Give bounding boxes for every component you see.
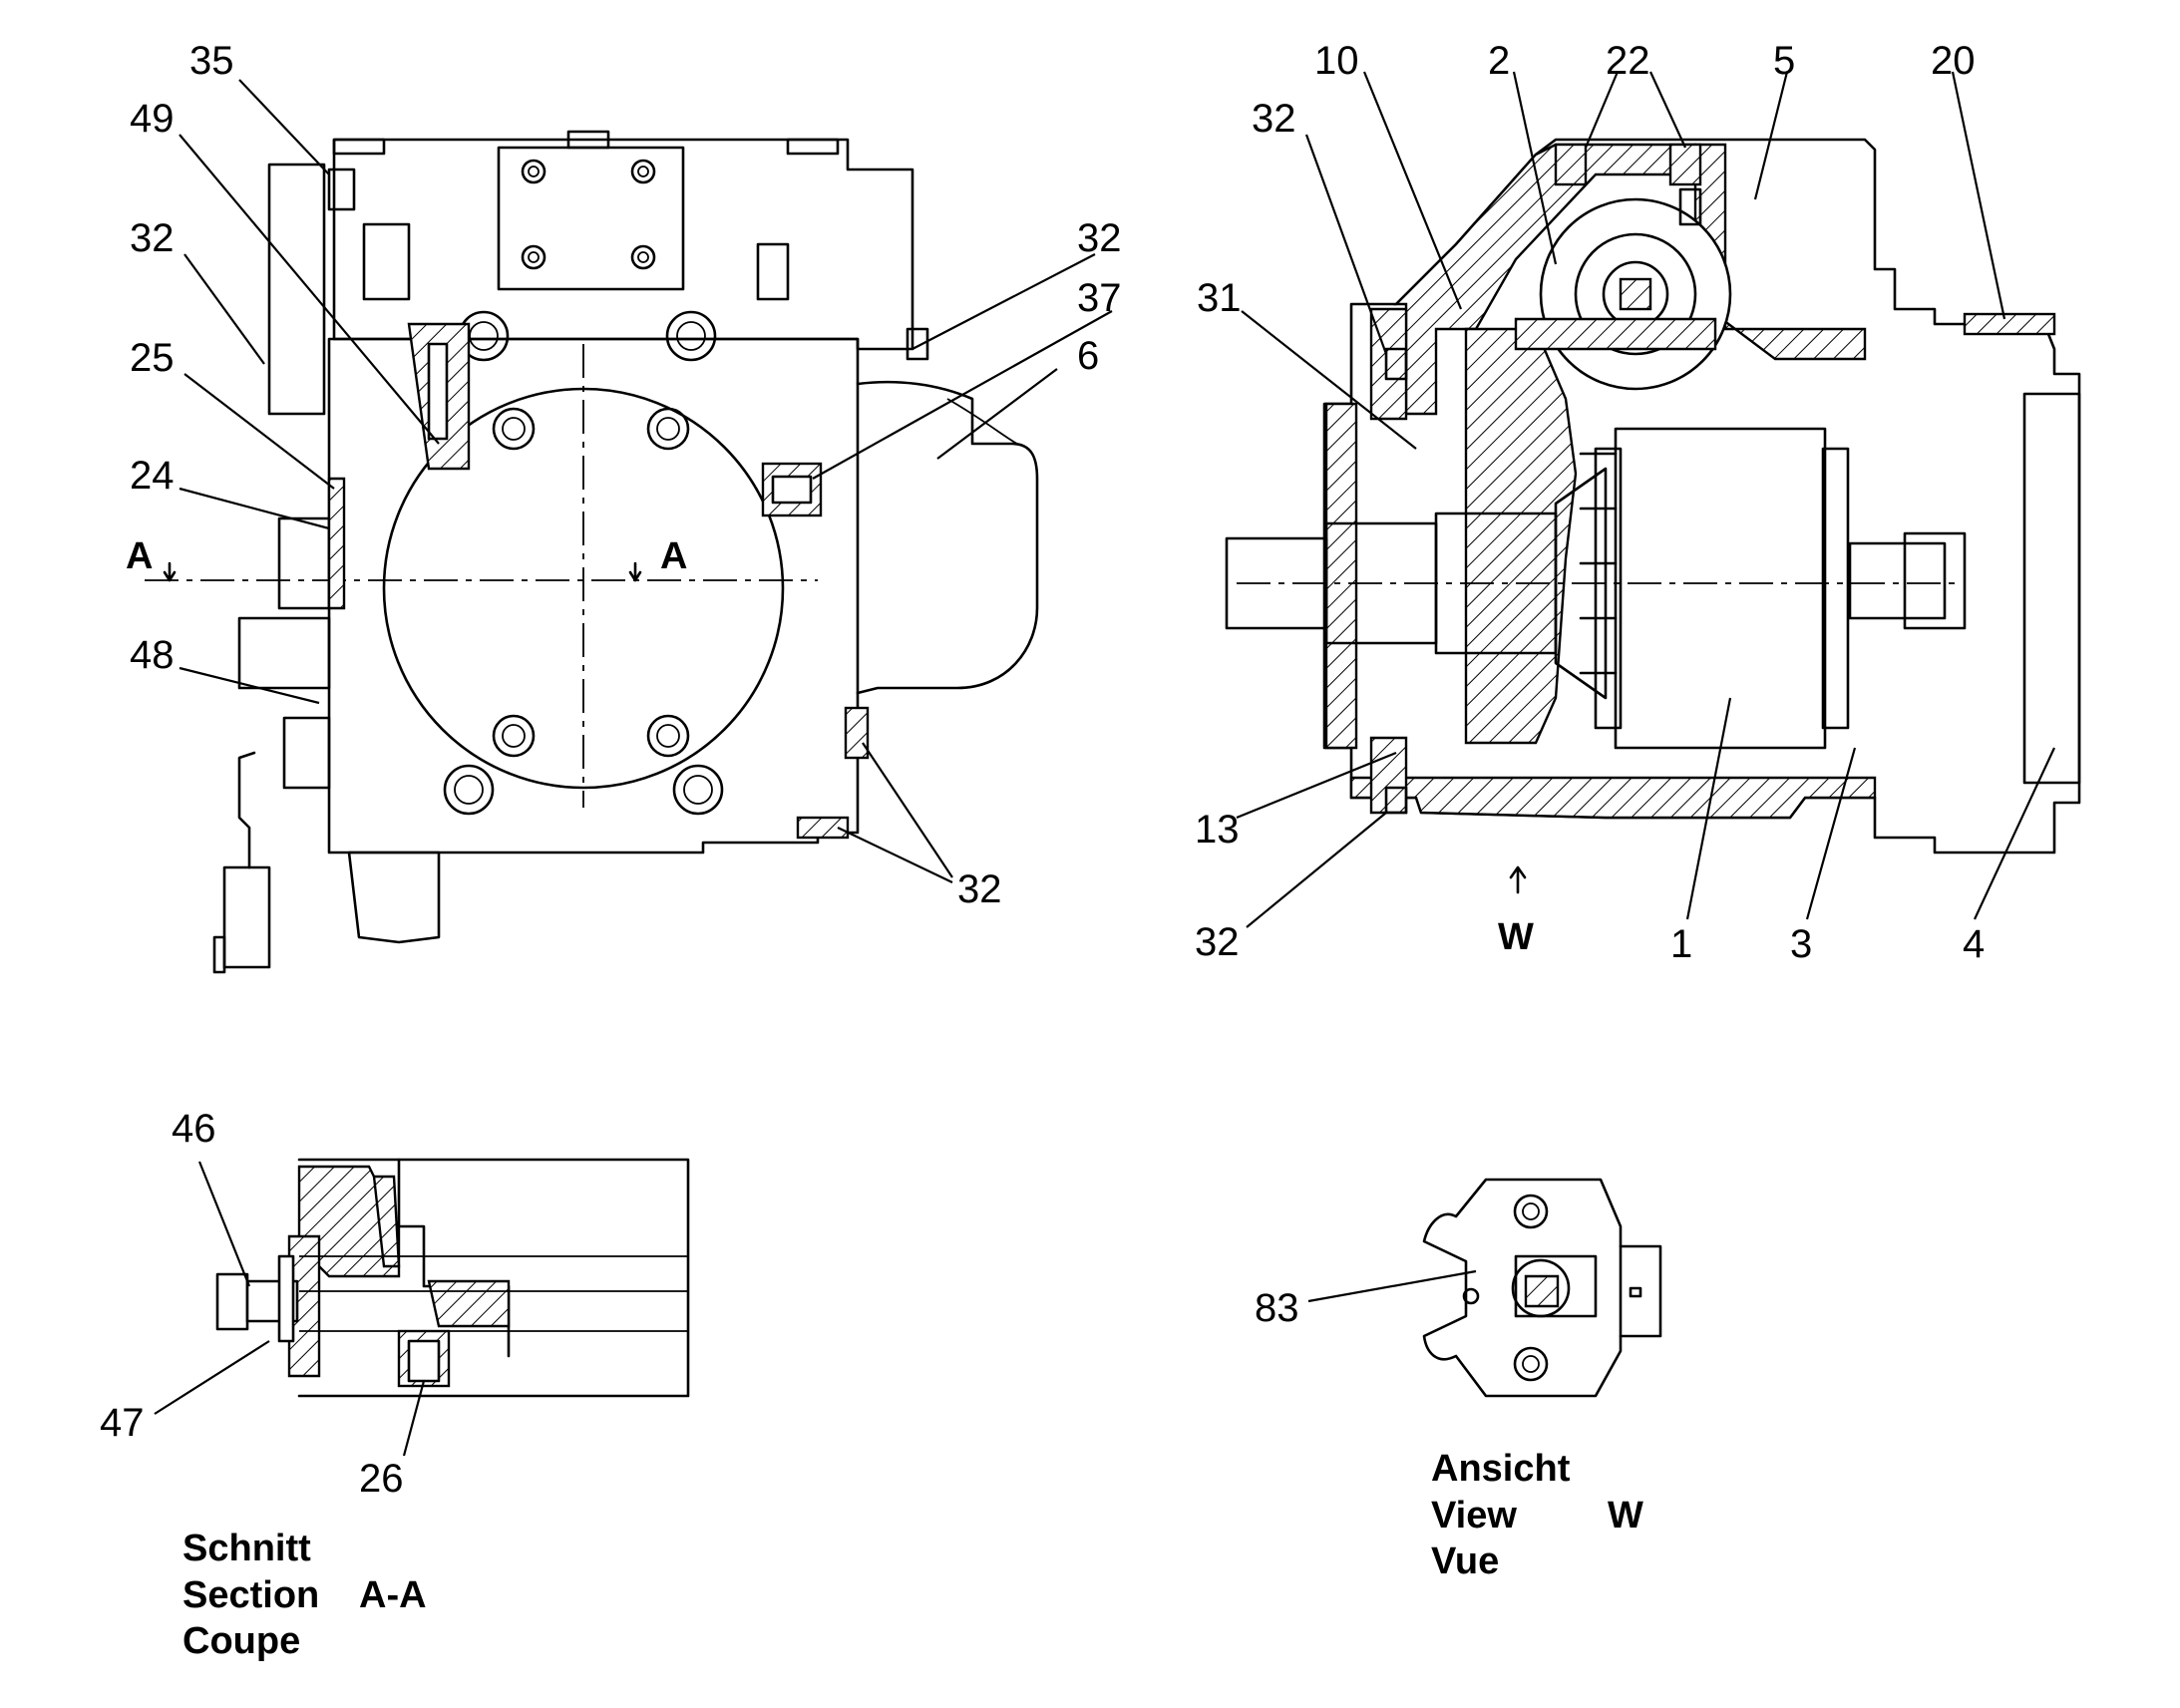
- callout-3: 3: [1790, 922, 1812, 966]
- callout-83: 83: [1255, 1286, 1299, 1330]
- callout-5: 5: [1773, 39, 1795, 83]
- view-arrow-label: W: [1498, 916, 1534, 958]
- view-caption-line3: Vue: [1431, 1540, 1499, 1582]
- section-caption-line2: Section: [182, 1574, 319, 1616]
- section-caption-line1: Schnitt: [182, 1528, 311, 1569]
- callout-32: 32: [1252, 97, 1296, 141]
- side-section-view: W 10 2 22 5 20 32 31 13 32 1 3 4: [1195, 39, 2081, 966]
- section-mark-left: A: [126, 535, 153, 577]
- callout-32: 32: [957, 867, 1002, 911]
- section-a-a: 46 47 26 Schnitt Section Coupe A-A: [100, 1107, 690, 1662]
- callout-13: 13: [1195, 808, 1240, 852]
- section-caption-tag: A-A: [359, 1574, 427, 1616]
- callout-2: 2: [1488, 39, 1510, 83]
- callout-22: 22: [1606, 39, 1650, 83]
- bolt-set: [443, 310, 724, 816]
- callout-31: 31: [1197, 276, 1242, 320]
- callout-26: 26: [359, 1457, 404, 1501]
- callout-25: 25: [130, 336, 175, 380]
- view-caption-line2: View: [1431, 1495, 1517, 1537]
- callout-35: 35: [189, 39, 234, 83]
- callout-1: 1: [1670, 922, 1692, 966]
- callout-24: 24: [130, 454, 175, 498]
- view-w: 83 Ansicht View Vue W: [1255, 1178, 1662, 1582]
- section-caption-line3: Coupe: [182, 1620, 300, 1662]
- front-view: A A 35 49 32 25 24 48 32 37 6 32: [126, 39, 1122, 974]
- section-mark-right: A: [660, 535, 687, 577]
- view-caption-line1: Ansicht: [1431, 1448, 1571, 1490]
- callout-37: 37: [1077, 276, 1122, 320]
- callout-49: 49: [130, 97, 175, 141]
- callout-10: 10: [1314, 39, 1359, 83]
- callout-32: 32: [1077, 216, 1122, 260]
- view-caption-tag: W: [1608, 1495, 1643, 1537]
- callout-46: 46: [172, 1107, 216, 1151]
- callout-32: 32: [130, 216, 175, 260]
- callout-6: 6: [1077, 334, 1099, 378]
- callout-4: 4: [1963, 922, 1985, 966]
- callout-20: 20: [1931, 39, 1976, 83]
- callout-48: 48: [130, 633, 175, 677]
- callout-47: 47: [100, 1401, 145, 1445]
- callout-32: 32: [1195, 920, 1240, 964]
